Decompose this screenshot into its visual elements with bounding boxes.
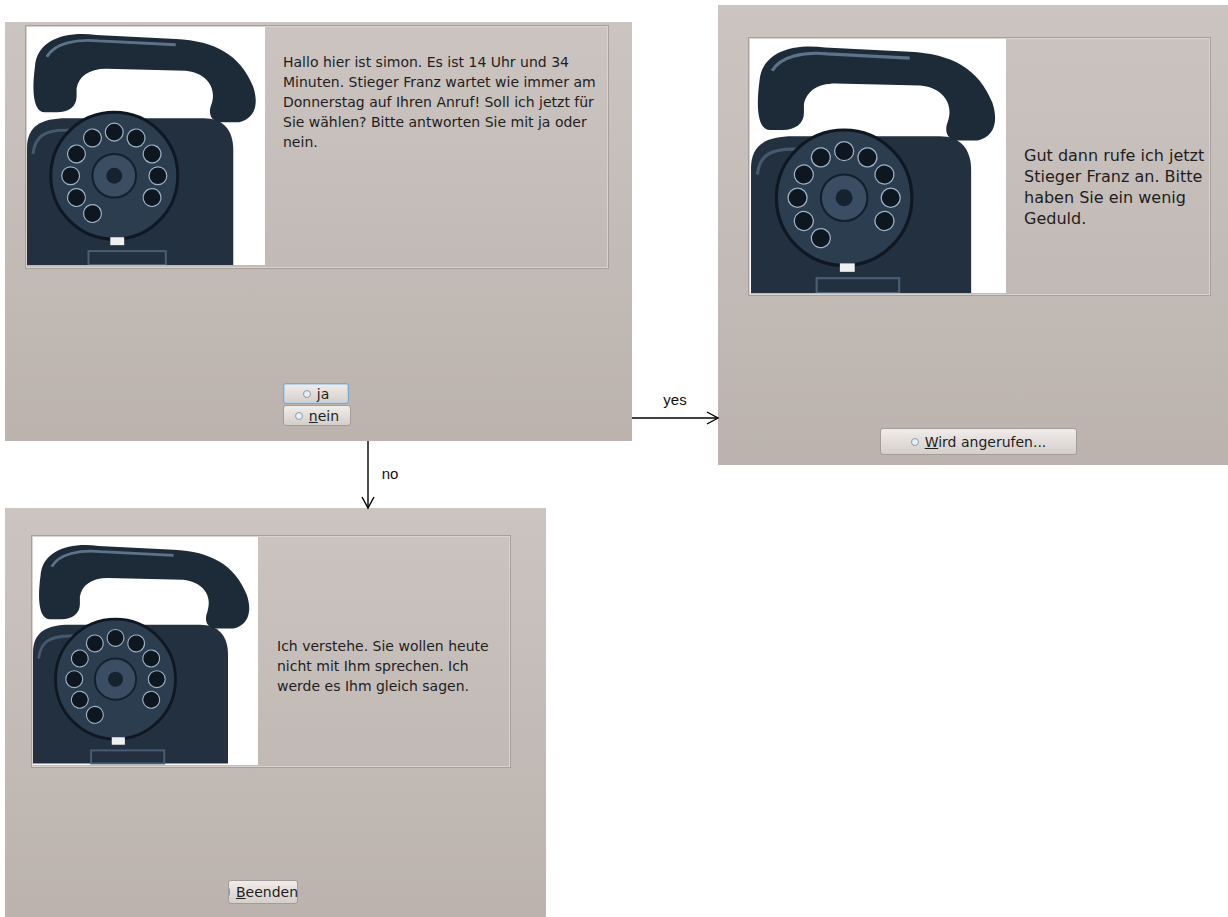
- dialog-button: Beenden: [228, 880, 298, 904]
- dialog-window: Hallo hier ist simon. Es ist 14 Uhr und …: [5, 22, 632, 441]
- message-panel: [749, 38, 1211, 296]
- flow-arrow: [367, 441, 368, 508]
- edge-label: yes: [663, 391, 686, 408]
- dialog-window: Ich verstehe. Sie wollen heute nicht mit…: [5, 508, 546, 917]
- dialog-button: ja: [283, 383, 349, 404]
- dialog-message: Ich verstehe. Sie wollen heute nicht mit…: [277, 636, 515, 696]
- button-label: Beenden: [236, 884, 298, 900]
- dialog-message: Hallo hier ist simon. Es ist 14 Uhr und …: [283, 52, 608, 152]
- dialog-button: nein: [283, 405, 351, 426]
- button-label: nein: [309, 408, 339, 424]
- flow-arrow: [632, 417, 718, 418]
- button-label: Wird angerufen...: [925, 434, 1047, 450]
- telephone-image: [27, 27, 265, 265]
- dialog-button: Wird angerufen...: [880, 428, 1077, 455]
- message-panel: [26, 26, 609, 269]
- telephone-image: [750, 39, 1006, 293]
- edge-label: no: [382, 465, 399, 482]
- dialog-window: Gut dann rufe ich jetzt Stieger Franz an…: [718, 5, 1228, 465]
- telephone-image: [33, 537, 258, 765]
- dialog-message: Gut dann rufe ich jetzt Stieger Franz an…: [1024, 145, 1212, 229]
- button-label: ja: [317, 386, 329, 402]
- message-panel: [32, 536, 511, 768]
